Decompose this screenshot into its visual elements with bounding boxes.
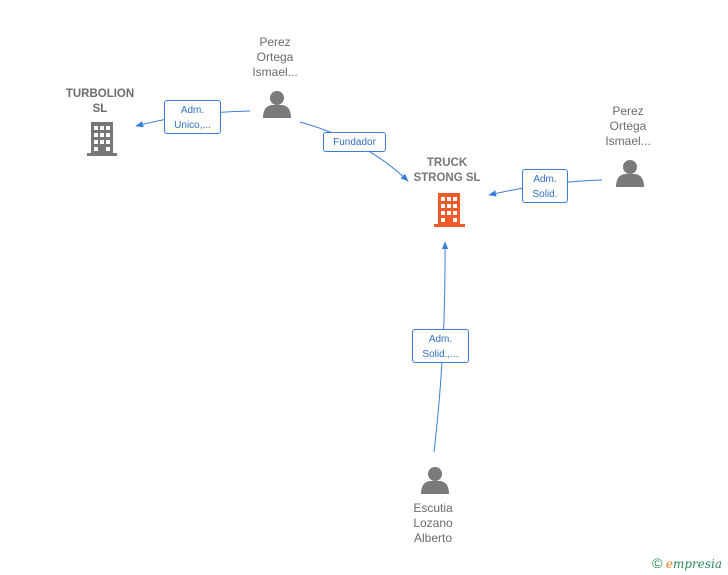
company-label-truck-strong[interactable]: TRUCK STRONG SL [413,157,481,184]
person-icon[interactable] [263,91,291,118]
person-label-escutia[interactable]: Escutia Lozano Alberto [413,501,453,545]
company-label-turbolion[interactable]: TURBOLION SL [65,88,135,115]
edge-label-adm-solid-bottom[interactable]: Adm. Solid.,... [412,329,469,363]
person-icon[interactable] [421,467,449,494]
person-icon[interactable] [616,160,644,187]
person-label-perez-right[interactable]: Perez Ortega Ismael... [605,104,651,148]
empresia-logo: © empresia [652,555,722,571]
person-label-perez-top[interactable]: Perez Ortega Ismael... [252,35,298,79]
edge-label-fundador[interactable]: Fundador [323,132,386,152]
edge-label-adm-solid-right[interactable]: Adm. Solid. [522,169,568,203]
main-company-building-icon[interactable] [434,193,465,227]
edge-label-adm-unico[interactable]: Adm. Unico,... [164,100,221,134]
building-icon[interactable] [87,122,117,156]
